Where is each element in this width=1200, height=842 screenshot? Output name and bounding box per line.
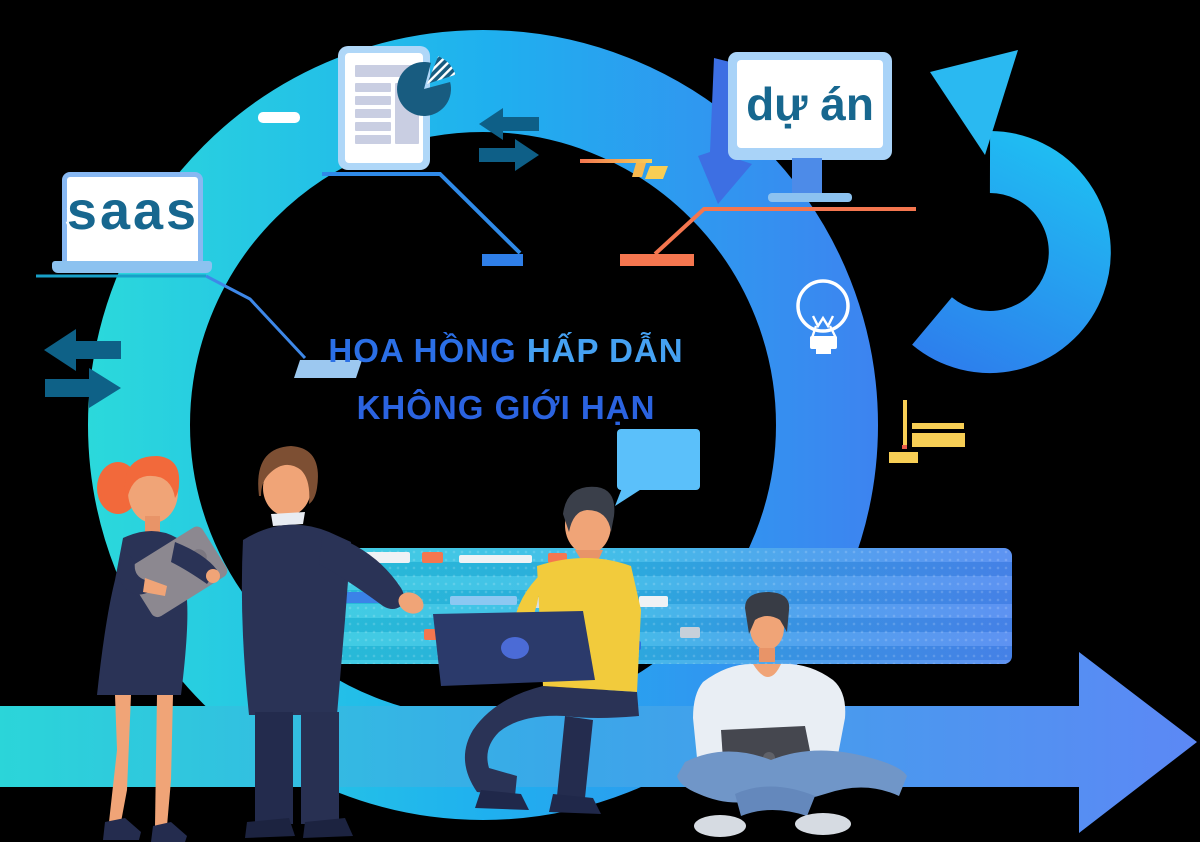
- loop-arrow-tail: [912, 131, 1111, 373]
- laptop-connector-line: [36, 274, 362, 378]
- document-line: [355, 109, 391, 118]
- forward-arrow-icon: [0, 652, 1197, 833]
- monitor-stand: [792, 158, 822, 196]
- monitor-connector-line: [580, 159, 916, 266]
- table-card: [548, 553, 567, 563]
- table-card: [450, 596, 517, 605]
- businessman-handshake: [241, 446, 424, 838]
- table-card: [366, 552, 410, 563]
- document-line: [355, 135, 391, 144]
- headline-line2: KHÔNG GIỚI HẠN: [356, 389, 656, 426]
- laptop-icon: saas: [52, 172, 212, 273]
- table-card: [335, 592, 385, 603]
- transfer-arrows-icon: [44, 329, 121, 408]
- woman-with-tablet: [97, 456, 228, 842]
- document-line: [355, 122, 391, 131]
- ring-dash: [258, 112, 300, 123]
- pie-chart-icon: [397, 56, 456, 116]
- headline-line1-part2: HẤP DẪN: [526, 332, 684, 369]
- monitor-base: [768, 193, 852, 202]
- table-card: [639, 596, 668, 607]
- speech-bubble-icon: [615, 429, 700, 506]
- table-card: [680, 627, 700, 638]
- laptop-label: saas: [66, 181, 200, 241]
- man-cross-legged-laptop: [677, 592, 907, 837]
- headline-line1-part1: HOA HỒNG: [328, 332, 517, 369]
- table-card: [459, 555, 532, 563]
- document-connector-line: [322, 172, 523, 266]
- laptop-screen: [62, 172, 203, 266]
- document-line: [355, 96, 391, 105]
- loop-arrow-icon: [930, 50, 1018, 155]
- monitor-label: dự án: [746, 78, 874, 130]
- laptop-base: [52, 261, 212, 273]
- table-card: [422, 552, 443, 563]
- headline-line1: HOA HỒNG HẤP DẪN: [300, 322, 712, 379]
- document-line: [355, 83, 391, 92]
- lightbulb-icon: [796, 279, 850, 354]
- yellow-connector-marks: [889, 400, 965, 463]
- transfer-arrows-icon: [479, 108, 539, 171]
- monitor-icon: dự án: [728, 52, 892, 202]
- headline: HOA HỒNG HẤP DẪN KHÔNG GIỚI HẠN: [300, 322, 712, 436]
- man-yellow-shirt-laptop: [433, 486, 641, 814]
- monitor-screen: dự án: [737, 60, 883, 148]
- table-card: [424, 629, 445, 640]
